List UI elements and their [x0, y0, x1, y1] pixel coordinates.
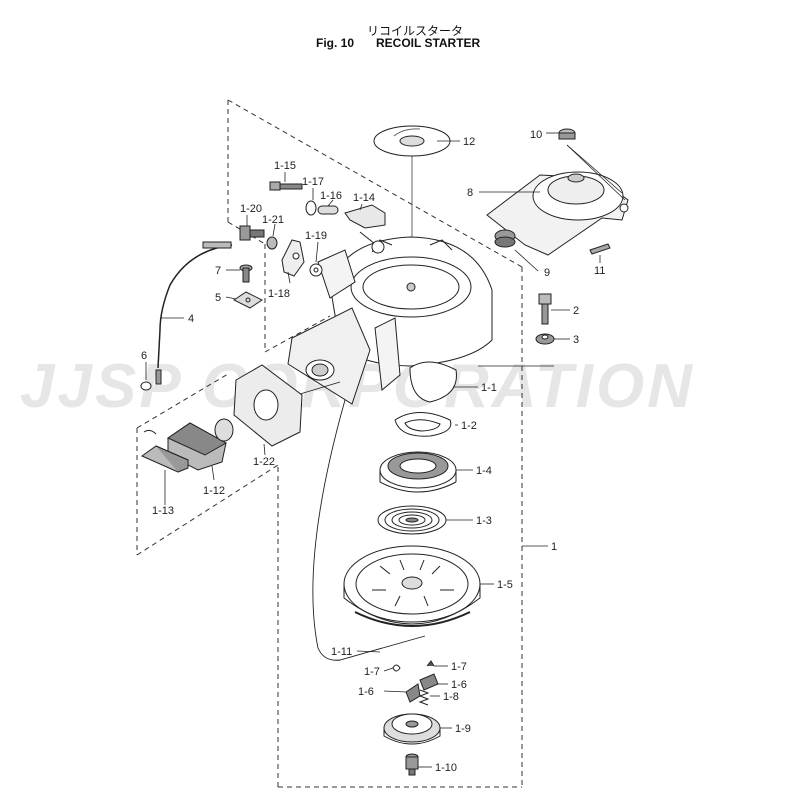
bolt-1-15	[269, 181, 303, 191]
spring-1-7-right	[426, 660, 435, 667]
part-label-1-1: 1-1	[481, 382, 497, 394]
part-label-1-20: 1-20	[240, 203, 262, 215]
spring-1-7-left	[392, 664, 401, 672]
assembly-boundary-handle	[136, 373, 279, 556]
part-label-12: 12	[463, 136, 475, 148]
page-title: RECOIL STARTER	[376, 36, 481, 50]
cable-4	[157, 241, 233, 369]
part-label-1-6-right: 1-6	[451, 679, 467, 691]
pulley-1-5	[343, 545, 481, 627]
part-label-1-11: 1-11	[331, 646, 352, 658]
handle-guide-1-22	[233, 364, 303, 447]
part-label-1-5: 1-5	[497, 579, 513, 591]
figure-number: Fig. 10	[316, 36, 355, 50]
handle-cap-1-13	[140, 445, 189, 473]
pin-1-16	[317, 205, 339, 215]
part-label-1-14: 1-14	[353, 192, 375, 204]
cover-part	[486, 171, 629, 256]
starter-housing	[287, 236, 554, 405]
part-label-1-6-left: 1-6	[358, 686, 374, 698]
part-label-1-19: 1-19	[305, 230, 327, 242]
leader-lines	[145, 132, 626, 768]
part-label-8: 8	[467, 187, 473, 199]
part-label-1-15: 1-15	[274, 160, 296, 172]
part-label-1-7-left: 1-7	[364, 666, 380, 678]
part-label-4: 4	[188, 313, 194, 325]
part-label-1-16: 1-16	[320, 190, 342, 202]
part-label-1-21: 1-21	[262, 214, 284, 226]
part-label-1-22: 1-22	[253, 456, 275, 468]
ratchet-1-9	[383, 713, 441, 745]
part-label-1-4: 1-4	[476, 465, 492, 477]
part-label-7: 7	[215, 265, 221, 277]
part-label-1-2: 1-2	[461, 420, 477, 432]
part-label-3: 3	[573, 334, 579, 346]
part-label-1-17: 1-17	[302, 176, 324, 188]
plate-1-2	[394, 412, 452, 437]
cable-end-6	[140, 369, 162, 391]
bolt-part	[538, 293, 552, 325]
part-label-1-9: 1-9	[455, 723, 471, 735]
collar-part	[535, 333, 555, 345]
part-label-1-7-right: 1-7	[451, 661, 467, 673]
part-label-1: 1	[551, 541, 557, 553]
part-label-1-18: 1-18	[268, 288, 290, 300]
washer-1-17	[305, 200, 317, 216]
spring-1-8	[418, 689, 430, 706]
rope-1-11	[299, 381, 426, 661]
part-label-2: 2	[573, 305, 579, 317]
washer-1-19	[309, 263, 323, 277]
clamp-5	[233, 291, 263, 309]
pawl-1-6-right	[419, 673, 439, 691]
screw-7	[239, 264, 253, 283]
title-japanese: リコイルスタータ	[366, 24, 463, 38]
ratchet-1-14	[344, 204, 386, 254]
spring-case-1-4	[379, 451, 457, 493]
part-label-5: 5	[215, 292, 221, 304]
part-label-1-10: 1-10	[435, 762, 457, 774]
lever-1-18	[281, 239, 305, 277]
part-labels: 12 10 8 9 11 2 3 1-15 1-17 1-16 1-14 1-2…	[141, 129, 605, 774]
bolt-1-20	[239, 225, 265, 241]
part-label-11: 11	[594, 265, 605, 277]
part-label-1-12: 1-12	[203, 485, 225, 497]
spring-1-3	[377, 505, 447, 535]
part-label-1-8: 1-8	[443, 691, 459, 703]
nut-part	[558, 128, 576, 140]
part-label-1-3: 1-3	[476, 515, 492, 527]
grommet-part	[494, 229, 516, 248]
assembly-boundary-main	[277, 267, 523, 788]
seal-strip-part	[589, 243, 611, 255]
part-label-1-13: 1-13	[152, 505, 174, 517]
part-label-10: 10	[530, 129, 542, 141]
part-label-6: 6	[141, 350, 147, 362]
collar-1-21	[266, 236, 278, 250]
pawl-1-6-left	[405, 683, 421, 703]
part-label-9: 9	[544, 267, 550, 279]
bolt-1-10	[405, 753, 419, 776]
